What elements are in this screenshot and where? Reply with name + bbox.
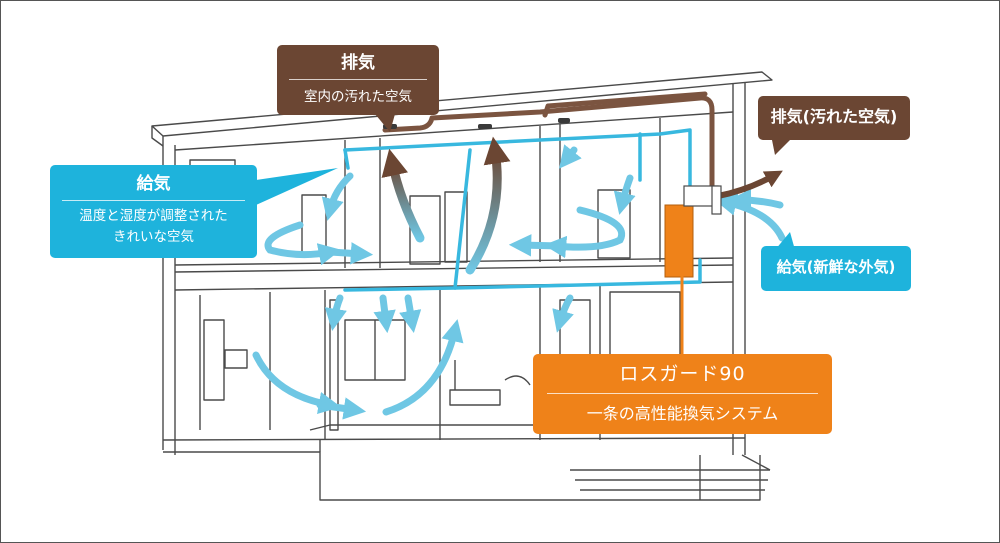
supply-airflow-arrows — [252, 144, 784, 420]
losguard-callout: ロスガード90 一条の高性能換気システム — [533, 354, 832, 434]
supply-outdoor-title: 給気(新鮮な外気) — [776, 258, 896, 276]
losguard-subtitle: 一条の高性能換気システム — [586, 403, 779, 423]
exhaust-outdoor-callout: 排気(汚れた空気) — [758, 96, 910, 140]
house-structure — [151, 71, 773, 501]
supply-outdoor-callout: 給気(新鮮な外気) — [761, 246, 911, 291]
exhaust-indoor-title: 排気 — [341, 53, 375, 73]
supply-ducts — [343, 128, 702, 292]
supply-indoor-subtitle-line1: 温度と湿度が調整された — [79, 208, 228, 225]
callout-divider — [547, 392, 818, 394]
losguard-unit — [664, 204, 694, 278]
exhaust-indoor-callout: 排気 室内の汚れた空気 — [277, 45, 439, 115]
supply-indoor-title: 給気 — [136, 174, 171, 194]
exhaust-ducts — [382, 91, 715, 193]
exhaust-outdoor-pointer — [772, 140, 790, 155]
supply-indoor-subtitle-line2: きれいな空気 — [113, 229, 194, 246]
losguard-title: ロスガード90 — [619, 363, 746, 385]
outdoor-supply-arrow — [714, 193, 786, 242]
outdoor-vent — [711, 185, 722, 215]
supply-outdoor-pointer — [775, 232, 795, 250]
supply-indoor-pointer — [256, 168, 338, 205]
exhaust-indoor-subtitle: 室内の汚れた空気 — [304, 89, 412, 106]
exhaust-outdoor-title: 排気(汚れた空気) — [770, 107, 898, 126]
exhaust-indoor-pointer — [375, 114, 395, 132]
supply-indoor-callout: 給気 温度と湿度が調整された きれいな空気 — [50, 165, 257, 258]
exhaust-airflow-arrows — [381, 136, 783, 275]
callout-divider — [62, 200, 245, 202]
callout-divider — [289, 79, 427, 81]
